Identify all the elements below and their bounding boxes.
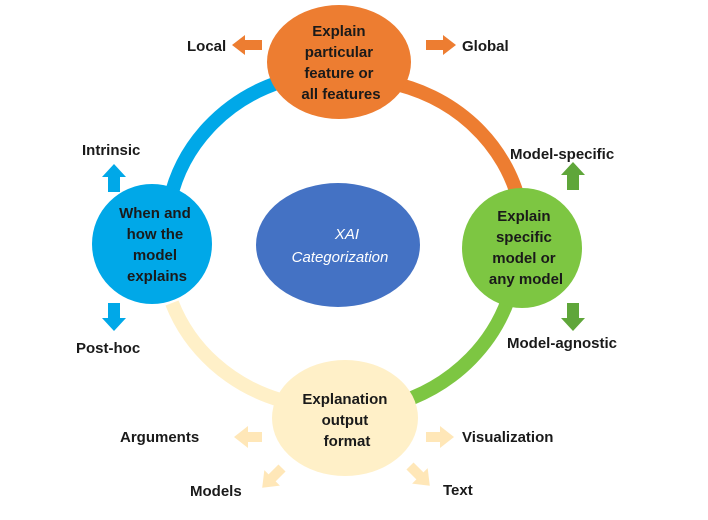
arrow-left-local <box>232 35 262 55</box>
arrow-right-visualization <box>426 426 454 448</box>
arrow-down-model-agnostic <box>561 303 585 331</box>
node-output-format <box>272 360 418 476</box>
arrow-down-post-hoc <box>102 303 126 331</box>
center-node <box>256 183 420 307</box>
label-intrinsic: Intrinsic <box>82 142 140 159</box>
node-when-how-label: When and how the model explains <box>119 205 195 285</box>
ring-arc-left-top <box>163 75 283 202</box>
label-text: Text <box>443 482 473 499</box>
ring-arc-bottom-left <box>165 300 283 407</box>
arrow-left-arguments <box>234 426 262 448</box>
arrow-right-global <box>426 35 456 55</box>
label-models: Models <box>190 483 242 500</box>
node-when-how <box>92 184 212 304</box>
node-explain-feature <box>267 5 411 119</box>
arrow-up-model-specific <box>561 162 585 190</box>
node-explain-feature-label: Explain particular feature or all featur… <box>301 23 380 103</box>
arrow-up-intrinsic <box>102 164 126 192</box>
label-post-hoc: Post-hoc <box>76 340 140 357</box>
node-output-format-label: Explanation output format <box>302 391 391 450</box>
ring-arc-right-bottom <box>409 297 515 405</box>
label-local: Local <box>187 38 226 55</box>
label-model-specific: Model-specific <box>510 146 614 163</box>
label-global: Global <box>462 38 509 55</box>
center-label: XAI Categorization <box>292 226 389 266</box>
ring-arc-top-right <box>385 75 527 207</box>
label-model-agnostic: Model-agnostic <box>507 335 617 352</box>
label-visualization: Visualization <box>462 429 553 446</box>
arrow-down-left-models <box>262 464 286 488</box>
arrow-down-right-text <box>406 462 430 486</box>
node-explain-model <box>462 188 582 308</box>
node-explain-model-label: Explain specific model or any model <box>489 208 563 288</box>
label-arguments: Arguments <box>120 429 199 446</box>
